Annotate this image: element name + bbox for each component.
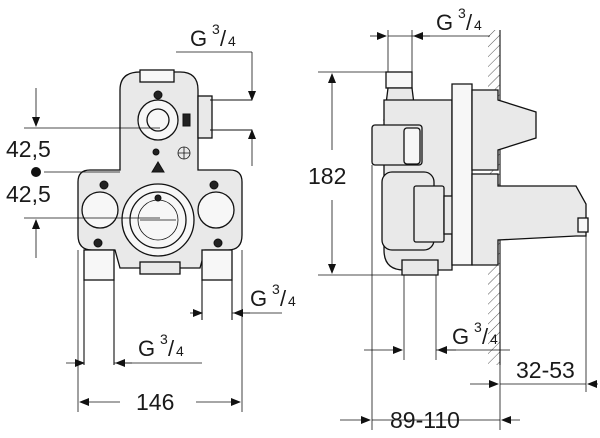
upper-valve-core	[146, 108, 170, 132]
dim-32-53-group	[470, 236, 598, 392]
svg-text:4: 4	[490, 331, 498, 347]
svg-text:/: /	[220, 26, 227, 51]
right-outlet-leg	[201, 249, 233, 281]
side-view	[371, 71, 589, 276]
svg-text:G: G	[250, 286, 267, 311]
thread-mid-right: G 3 / 4	[190, 281, 296, 317]
svg-text:G: G	[190, 26, 207, 51]
thread-bottom-left: G 3 / 4	[66, 331, 202, 367]
svg-text:4: 4	[474, 17, 482, 33]
upper-valve-tab	[182, 113, 191, 127]
svg-text:/: /	[482, 324, 489, 349]
symbol-dot	[152, 148, 160, 156]
svg-text:/: /	[280, 286, 287, 311]
svg-text:G: G	[452, 324, 469, 349]
top-cap	[139, 69, 175, 83]
dim-182: 182	[308, 163, 346, 189]
dim-89-110-group	[340, 165, 520, 430]
mounting-plate	[451, 83, 473, 266]
dim-182-group	[318, 71, 402, 276]
svg-text:/: /	[168, 336, 175, 361]
svg-text:4: 4	[176, 343, 184, 359]
left-outlet-leg	[83, 249, 115, 281]
right-boss	[197, 191, 235, 229]
svg-text:3: 3	[212, 21, 220, 37]
svg-text:/: /	[466, 10, 473, 35]
svg-text:3: 3	[474, 319, 482, 335]
svg-text:4: 4	[228, 33, 236, 49]
dim-146: 146	[136, 389, 174, 415]
dim-42-group	[24, 88, 160, 258]
thread-top-right: G 3 / 4	[370, 5, 490, 72]
dim-89-110: 89-110	[390, 407, 460, 433]
svg-text:3: 3	[458, 5, 466, 21]
symbol-triangle	[151, 161, 165, 173]
svg-text:3: 3	[272, 281, 280, 297]
dim-32-53: 32-53	[516, 357, 575, 383]
upper-valve-screw	[153, 90, 163, 100]
svg-text:G: G	[436, 10, 453, 35]
svg-text:4: 4	[288, 293, 296, 309]
svg-text:G: G	[138, 336, 155, 361]
left-boss	[81, 191, 119, 229]
side-port-right	[197, 95, 213, 139]
dim-42-5-bottom: 42,5	[6, 181, 51, 207]
dim-146-group	[77, 250, 243, 412]
lower-cartridge	[471, 173, 587, 266]
side-top-nut	[385, 71, 413, 89]
dim-42-5-top: 42,5	[6, 136, 51, 162]
svg-text:3: 3	[160, 331, 168, 347]
thread-top-left: G 3 / 4	[176, 21, 256, 166]
front-view	[77, 69, 252, 365]
center-mark	[31, 167, 41, 177]
thread-bottom-right: G 3 / 4	[364, 275, 510, 360]
upper-wedge	[471, 89, 537, 171]
